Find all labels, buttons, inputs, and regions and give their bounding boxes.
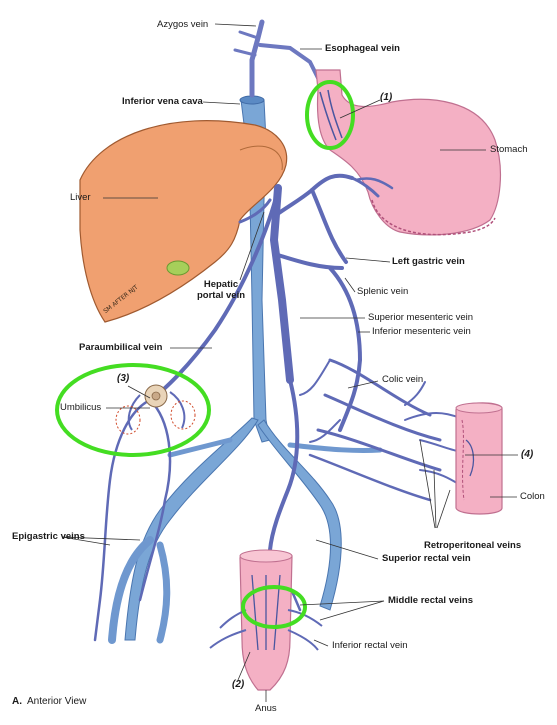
highlight-rectal xyxy=(241,585,307,629)
azygos-vein-system xyxy=(233,19,320,98)
label-hepatic-portal-vein: Hepatic portal vein xyxy=(197,279,246,301)
label-colon: Colon xyxy=(520,491,545,502)
label-inferior-vena-cava: Inferior vena cava xyxy=(122,96,203,107)
label-retroperitoneal-veins: Retroperitoneal veins xyxy=(424,540,522,551)
marker-3: (3) xyxy=(117,373,130,384)
leader-lines xyxy=(61,23,518,702)
caption-text: Anterior View xyxy=(27,696,87,707)
label-middle-rectal-veins: Middle rectal veins xyxy=(388,595,474,606)
label-splenic-vein: Splenic vein xyxy=(357,286,409,297)
label-umbilicus: Umbilicus xyxy=(60,402,102,413)
label-superior-rectal-vein: Superior rectal vein xyxy=(382,553,471,564)
marker-1: (1) xyxy=(380,92,393,103)
label-inferior-rectal-vein: Inferior rectal vein xyxy=(332,640,408,651)
label-superior-mesenteric-vein: Superior mesenteric vein xyxy=(368,312,474,323)
label-inferior-mesenteric-vein: Inferior mesenteric vein xyxy=(372,326,471,337)
colon-organ xyxy=(455,402,503,515)
marker-2: (2) xyxy=(232,679,245,690)
stomach-organ xyxy=(315,69,502,236)
figure-caption: A. Anterior View xyxy=(12,696,86,707)
highlight-circles xyxy=(55,80,355,629)
liver-organ xyxy=(79,120,288,323)
label-left-gastric-vein: Left gastric vein xyxy=(392,256,465,267)
label-anus: Anus xyxy=(255,703,277,714)
umbilicus-region xyxy=(93,384,196,642)
label-epigastric-veins: Epigastric veins xyxy=(12,531,85,542)
marker-4: (4) xyxy=(521,449,534,460)
label-azygos-vein: Azygos vein xyxy=(157,19,209,30)
caption-letter: A. xyxy=(12,696,22,707)
highlight-umbilical xyxy=(55,363,211,457)
rectum-organ xyxy=(209,549,323,691)
label-paraumbilical-vein: Paraumbilical vein xyxy=(79,342,163,353)
label-colic-vein: Colic vein xyxy=(382,374,424,385)
highlight-esophageal xyxy=(305,80,355,150)
label-stomach: Stomach xyxy=(490,144,528,155)
label-esophageal-vein: Esophageal vein xyxy=(325,43,400,54)
label-liver: Liver xyxy=(70,192,91,203)
